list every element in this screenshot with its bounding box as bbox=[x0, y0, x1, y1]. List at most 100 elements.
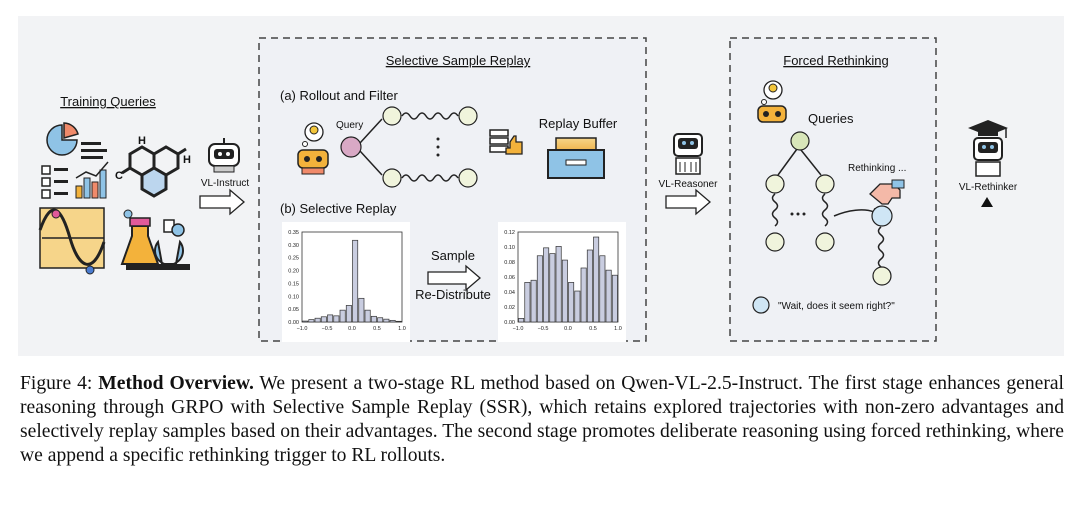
replay-buffer-icon bbox=[547, 137, 605, 179]
lab-flask-icon bbox=[120, 209, 190, 270]
histogram-bar bbox=[364, 309, 371, 323]
histogram-bar bbox=[345, 305, 352, 323]
forced-rethinking-box bbox=[729, 37, 937, 342]
histogram-y-tick: 0.10 bbox=[504, 245, 515, 251]
ssr-title: Selective Sample Replay bbox=[386, 53, 531, 68]
histogram-y-tick: 0.04 bbox=[504, 290, 515, 296]
bar-chart-icon bbox=[41, 161, 109, 199]
histogram-y-tick: 0.20 bbox=[288, 269, 299, 275]
vl-rethinker-robot-icon bbox=[968, 120, 1008, 177]
ellipsis-dots bbox=[436, 137, 440, 157]
histogram-bar bbox=[524, 282, 531, 323]
caption-label: Figure 4: bbox=[20, 373, 99, 394]
histogram-x-tick: 0.5 bbox=[373, 326, 381, 332]
vl-instruct-label: VL-Instruct bbox=[201, 178, 250, 189]
histogram-x-tick: 1.0 bbox=[398, 326, 406, 332]
sample-label: Sample bbox=[431, 248, 475, 263]
redistribute-label: Re-Distribute bbox=[415, 287, 491, 302]
histogram-x-tick: 0.5 bbox=[589, 326, 597, 332]
histogram-bar bbox=[599, 255, 606, 323]
rollout-node-top-end bbox=[458, 106, 478, 126]
histogram-bar bbox=[320, 316, 327, 323]
histogram-bar bbox=[308, 319, 315, 323]
histogram-bar bbox=[358, 297, 365, 323]
histogram-x-tick: 1.0 bbox=[614, 326, 622, 332]
query-robot-icon bbox=[297, 122, 329, 175]
histogram-bar bbox=[555, 246, 562, 323]
rollout-node-bottom-start bbox=[382, 168, 402, 188]
caption-bold-title: Method Overview. bbox=[98, 373, 254, 394]
histogram-bar bbox=[543, 247, 550, 323]
molecule-c: C bbox=[115, 170, 123, 182]
rollout-node-top-start bbox=[382, 106, 402, 126]
histogram-bar bbox=[518, 318, 525, 323]
histogram-before: 0.350.300.250.200.150.100.050.00−1.0−0.5… bbox=[282, 222, 410, 342]
server-thumbs-up-icon bbox=[489, 129, 523, 155]
histogram-x-tick: −0.5 bbox=[538, 326, 549, 332]
histogram-y-tick: 0.06 bbox=[504, 275, 515, 281]
histogram-background bbox=[282, 222, 410, 342]
queries-label: Queries bbox=[808, 111, 854, 126]
histogram-y-tick: 0.08 bbox=[504, 260, 515, 266]
caption-body: We present a two-stage RL method based o… bbox=[20, 373, 1064, 466]
vl-reasoner-robot-icon bbox=[673, 133, 703, 175]
rethink-node-mid-end bbox=[815, 232, 835, 252]
histogram-bar bbox=[586, 249, 593, 323]
rethinking-label: Rethinking ... bbox=[848, 163, 906, 174]
histogram-bar bbox=[549, 253, 556, 323]
histogram-bar bbox=[383, 318, 390, 323]
histogram-bar bbox=[605, 269, 612, 323]
triangle-marker-icon bbox=[981, 197, 993, 207]
ellipsis-dots-tree bbox=[790, 212, 806, 216]
forced-rethinking-title: Forced Rethinking bbox=[783, 53, 889, 68]
histogram-bar bbox=[327, 314, 334, 323]
method-overview-figure: Training Queries H H C bbox=[18, 16, 1064, 356]
molecule-icon bbox=[121, 145, 187, 198]
histogram-bar bbox=[536, 255, 543, 323]
rethink-node-final bbox=[872, 266, 892, 286]
histogram-x-tick: −1.0 bbox=[513, 326, 524, 332]
vl-rethinker-label: VL-Rethinker bbox=[959, 182, 1018, 193]
arrow-to-ssr bbox=[199, 188, 245, 216]
rethink-node-left-end bbox=[765, 232, 785, 252]
replay-buffer-label: Replay Buffer bbox=[539, 116, 618, 131]
vl-reasoner-label: VL-Reasoner bbox=[659, 179, 719, 190]
histogram-y-tick: 0.25 bbox=[288, 256, 299, 262]
histogram-bar bbox=[314, 317, 321, 323]
histogram-bar bbox=[580, 267, 587, 323]
histogram-frame bbox=[301, 231, 403, 323]
histogram-bar bbox=[568, 282, 575, 323]
rethink-trigger-node bbox=[871, 205, 893, 227]
histogram-y-tick: 0.10 bbox=[288, 294, 299, 300]
rollout-node-bottom-end bbox=[458, 168, 478, 188]
histogram-y-tick: 0.30 bbox=[288, 243, 299, 249]
histogram-y-tick: 0.05 bbox=[288, 307, 299, 313]
rethink-node-mid bbox=[815, 174, 835, 194]
rollout-filter-label: (a) Rollout and Filter bbox=[280, 88, 398, 103]
rethink-root-node bbox=[790, 131, 810, 151]
histogram-y-tick: 0.00 bbox=[504, 320, 515, 326]
histogram-y-tick: 0.00 bbox=[288, 320, 299, 326]
rethinking-tree-edges bbox=[771, 148, 885, 268]
histogram-x-tick: −0.5 bbox=[322, 326, 333, 332]
molecule-h-right: H bbox=[183, 154, 191, 166]
queries-robot-icon bbox=[757, 80, 787, 123]
molecule-h-top: H bbox=[138, 135, 146, 147]
histogram-bar bbox=[370, 315, 377, 323]
pie-chart-icon bbox=[46, 122, 107, 159]
histogram-bar bbox=[377, 317, 384, 323]
histogram-bar bbox=[333, 315, 340, 323]
vl-instruct-robot-icon bbox=[208, 138, 240, 173]
arrow-sample bbox=[427, 264, 481, 292]
wait-node-icon bbox=[752, 296, 770, 314]
histogram-y-tick: 0.12 bbox=[504, 230, 515, 236]
histogram-y-tick: 0.15 bbox=[288, 281, 299, 287]
rollout-branches bbox=[359, 112, 459, 182]
rethink-node-left bbox=[765, 174, 785, 194]
query-label: Query bbox=[336, 120, 363, 131]
query-node bbox=[340, 136, 362, 158]
histogram-bar bbox=[389, 319, 396, 323]
histogram-frame bbox=[517, 231, 619, 323]
histogram-bar bbox=[530, 279, 537, 323]
